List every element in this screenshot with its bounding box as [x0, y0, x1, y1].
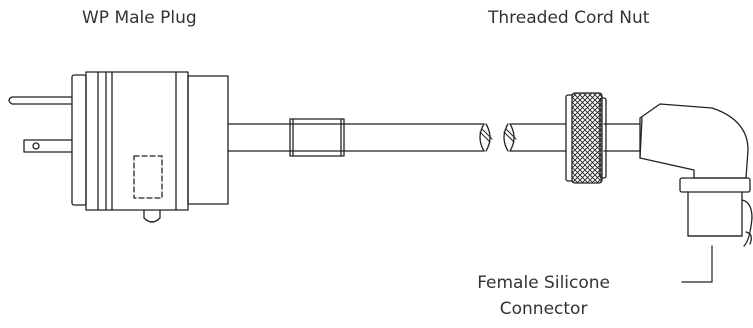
plug-hidden-detail	[133, 155, 163, 199]
plug-prong-bottom	[23, 139, 73, 153]
connector-body	[687, 191, 743, 237]
cable-left	[227, 118, 493, 157]
connector-elbow	[639, 103, 749, 179]
plug-prong-hole	[32, 142, 40, 150]
cable-sleeve	[289, 118, 345, 157]
label-connector-line1: Female Silicone	[477, 273, 610, 293]
male-plug	[8, 71, 229, 223]
label-connector-line2: Connector	[499, 299, 588, 319]
connector-clip	[741, 199, 753, 247]
cable-right	[503, 123, 641, 152]
plug-barrel	[85, 71, 189, 211]
female-connector	[639, 103, 753, 247]
threaded-cord-nut	[565, 92, 607, 184]
nut-knurl	[571, 92, 603, 184]
connector-collar	[679, 177, 751, 193]
nut-lip	[599, 97, 607, 179]
connector-leader-line	[681, 245, 713, 283]
plug-prong-top	[8, 96, 73, 105]
plug-nub	[143, 209, 161, 223]
plug-rear-housing	[187, 75, 229, 205]
label-threaded-cord-nut: Threaded Cord Nut	[488, 8, 650, 28]
label-female-silicone-connector: Female Silicone Connector	[477, 275, 610, 318]
plug-face	[71, 74, 87, 206]
label-wp-male-plug: WP Male Plug	[82, 8, 197, 28]
